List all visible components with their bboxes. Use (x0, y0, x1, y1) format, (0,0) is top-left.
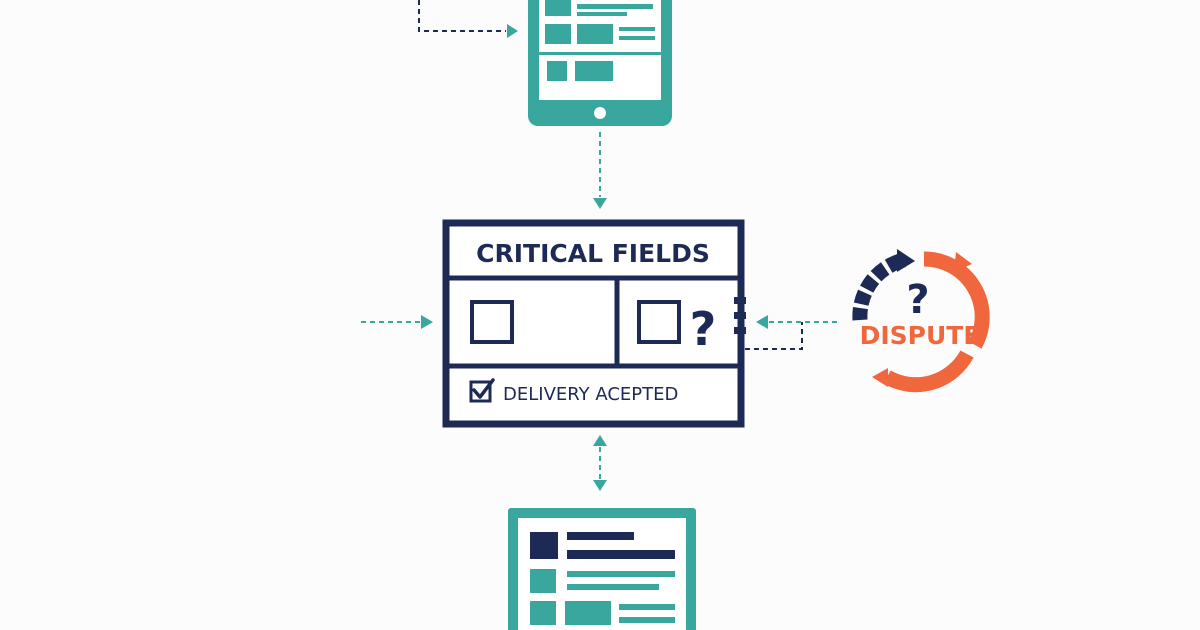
tablet-screen (539, 0, 661, 100)
form-tab-notch (734, 312, 746, 319)
document-line (567, 584, 659, 590)
arrowhead-icon (507, 24, 518, 38)
arrowhead-down-icon (593, 480, 607, 491)
questioned-checkbox-field[interactable] (637, 300, 681, 344)
arrowhead-icon (872, 368, 888, 387)
tablet-line (619, 36, 655, 40)
tablet-block (575, 61, 613, 81)
tablet-home-button (594, 107, 606, 119)
document-block-dark (530, 532, 558, 559)
delivery-accepted-label: DELIVERY ACEPTED (503, 384, 678, 405)
dispute-question-icon: ? (906, 277, 929, 323)
dispute-label: DISPUTE (860, 321, 981, 350)
arrowhead-left-icon (756, 315, 768, 329)
arrowhead-down-icon (593, 198, 607, 209)
delivery-checkbox[interactable] (469, 380, 492, 403)
tablet-divider (539, 52, 661, 55)
arrowhead-up-icon (593, 435, 607, 446)
tablet-block (545, 24, 571, 44)
arrowhead-icon (897, 249, 915, 272)
form-frame (442, 219, 745, 428)
arrowhead-icon (954, 252, 972, 272)
document-line (567, 532, 634, 540)
document-line (619, 617, 675, 623)
connector-form-to-document (593, 435, 607, 491)
form-title: CRITICAL FIELDS (476, 239, 710, 268)
arrowhead-right-icon (421, 315, 433, 329)
document-line (567, 550, 675, 559)
tablet-device (528, 0, 672, 126)
critical-fields-form: CRITICAL FIELDS ? DELIVERY ACEPTED (442, 219, 746, 428)
tablet-block (547, 61, 567, 81)
connector-tablet-to-form (593, 132, 607, 209)
document-block (530, 569, 556, 593)
document-line (567, 571, 675, 577)
document-panel (508, 508, 696, 630)
tablet-line (577, 4, 653, 9)
question-mark-icon: ? (690, 302, 717, 356)
tablet-line (577, 12, 627, 16)
connector-top-left (418, 0, 518, 38)
form-tab-notch (734, 327, 746, 334)
tablet-block (545, 0, 571, 16)
connector-dispute-to-form (745, 315, 837, 350)
checkmark-icon (472, 378, 495, 399)
document-block (530, 601, 556, 625)
document-block (565, 601, 611, 625)
empty-checkbox-field[interactable] (470, 300, 514, 344)
document-line (619, 604, 675, 610)
tablet-line (619, 27, 655, 31)
tablet-block (577, 24, 613, 44)
dispute-cycle-icon: ? DISPUTE (852, 249, 990, 393)
form-tab-notch (734, 297, 746, 304)
connector-left-to-form (361, 315, 433, 329)
